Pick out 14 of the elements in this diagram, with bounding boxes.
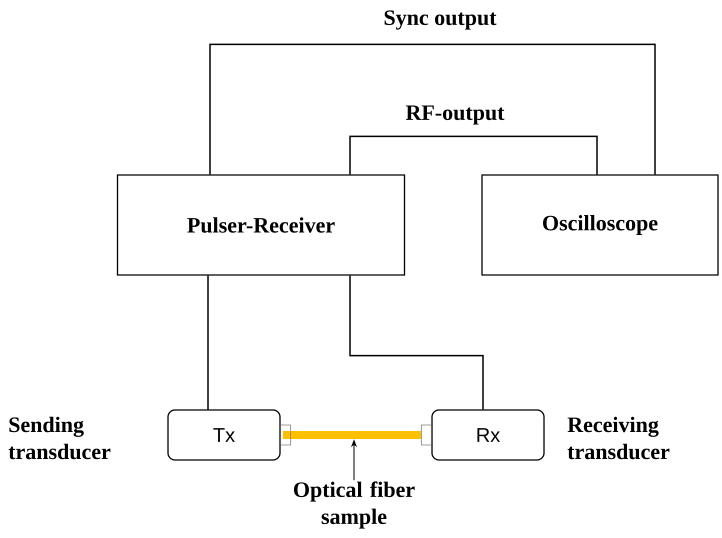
transducer-label: Receiving transducer bbox=[568, 416, 670, 460]
transducer-label: Sending transducer bbox=[8, 416, 110, 460]
edge-label: RF-output bbox=[404, 104, 506, 126]
fiber-label: Optical fiber sample bbox=[294, 481, 415, 529]
cable-line bbox=[349, 136, 598, 174]
edge-label: Sync output bbox=[382, 9, 498, 31]
cable-line bbox=[209, 44, 656, 174]
transducer-box: Tx bbox=[167, 409, 281, 461]
transducer-box: Rx bbox=[431, 409, 545, 461]
cable-line bbox=[349, 276, 484, 410]
instrument-box: Pulser-Receiver bbox=[116, 174, 406, 276]
instrument-box: Oscilloscope bbox=[481, 174, 719, 276]
cable-line bbox=[207, 276, 209, 410]
fiber-bar bbox=[283, 431, 421, 439]
